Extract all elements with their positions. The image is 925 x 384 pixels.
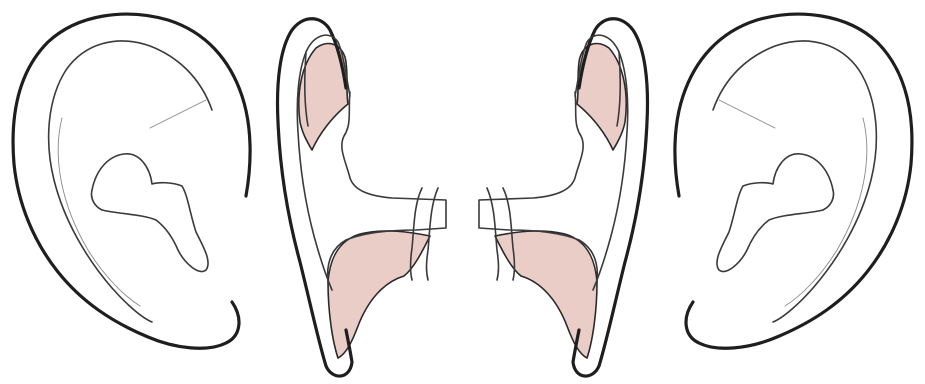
left-ear-illustration xyxy=(13,14,250,348)
left-ear-concha xyxy=(91,154,208,272)
right-ear-concha xyxy=(717,154,834,272)
left-graft-lower-shade xyxy=(328,231,430,358)
right-ear-illustration xyxy=(675,14,912,348)
right-ear-crus xyxy=(719,100,775,128)
right-ear-fold-line xyxy=(785,118,867,306)
right-graft-wire-2 xyxy=(487,188,499,280)
right-graft-lower-shade xyxy=(495,231,597,358)
left-ear-antihelix xyxy=(49,41,212,322)
right-ear-helix xyxy=(675,14,912,348)
left-ear-crus xyxy=(150,100,206,128)
left-graft-illustration xyxy=(278,19,446,376)
left-ear-fold-line xyxy=(58,118,140,306)
right-graft-illustration xyxy=(479,19,647,376)
left-ear-helix xyxy=(13,14,250,348)
right-ear-antihelix xyxy=(713,41,876,322)
left-graft-wire-2 xyxy=(427,188,439,280)
